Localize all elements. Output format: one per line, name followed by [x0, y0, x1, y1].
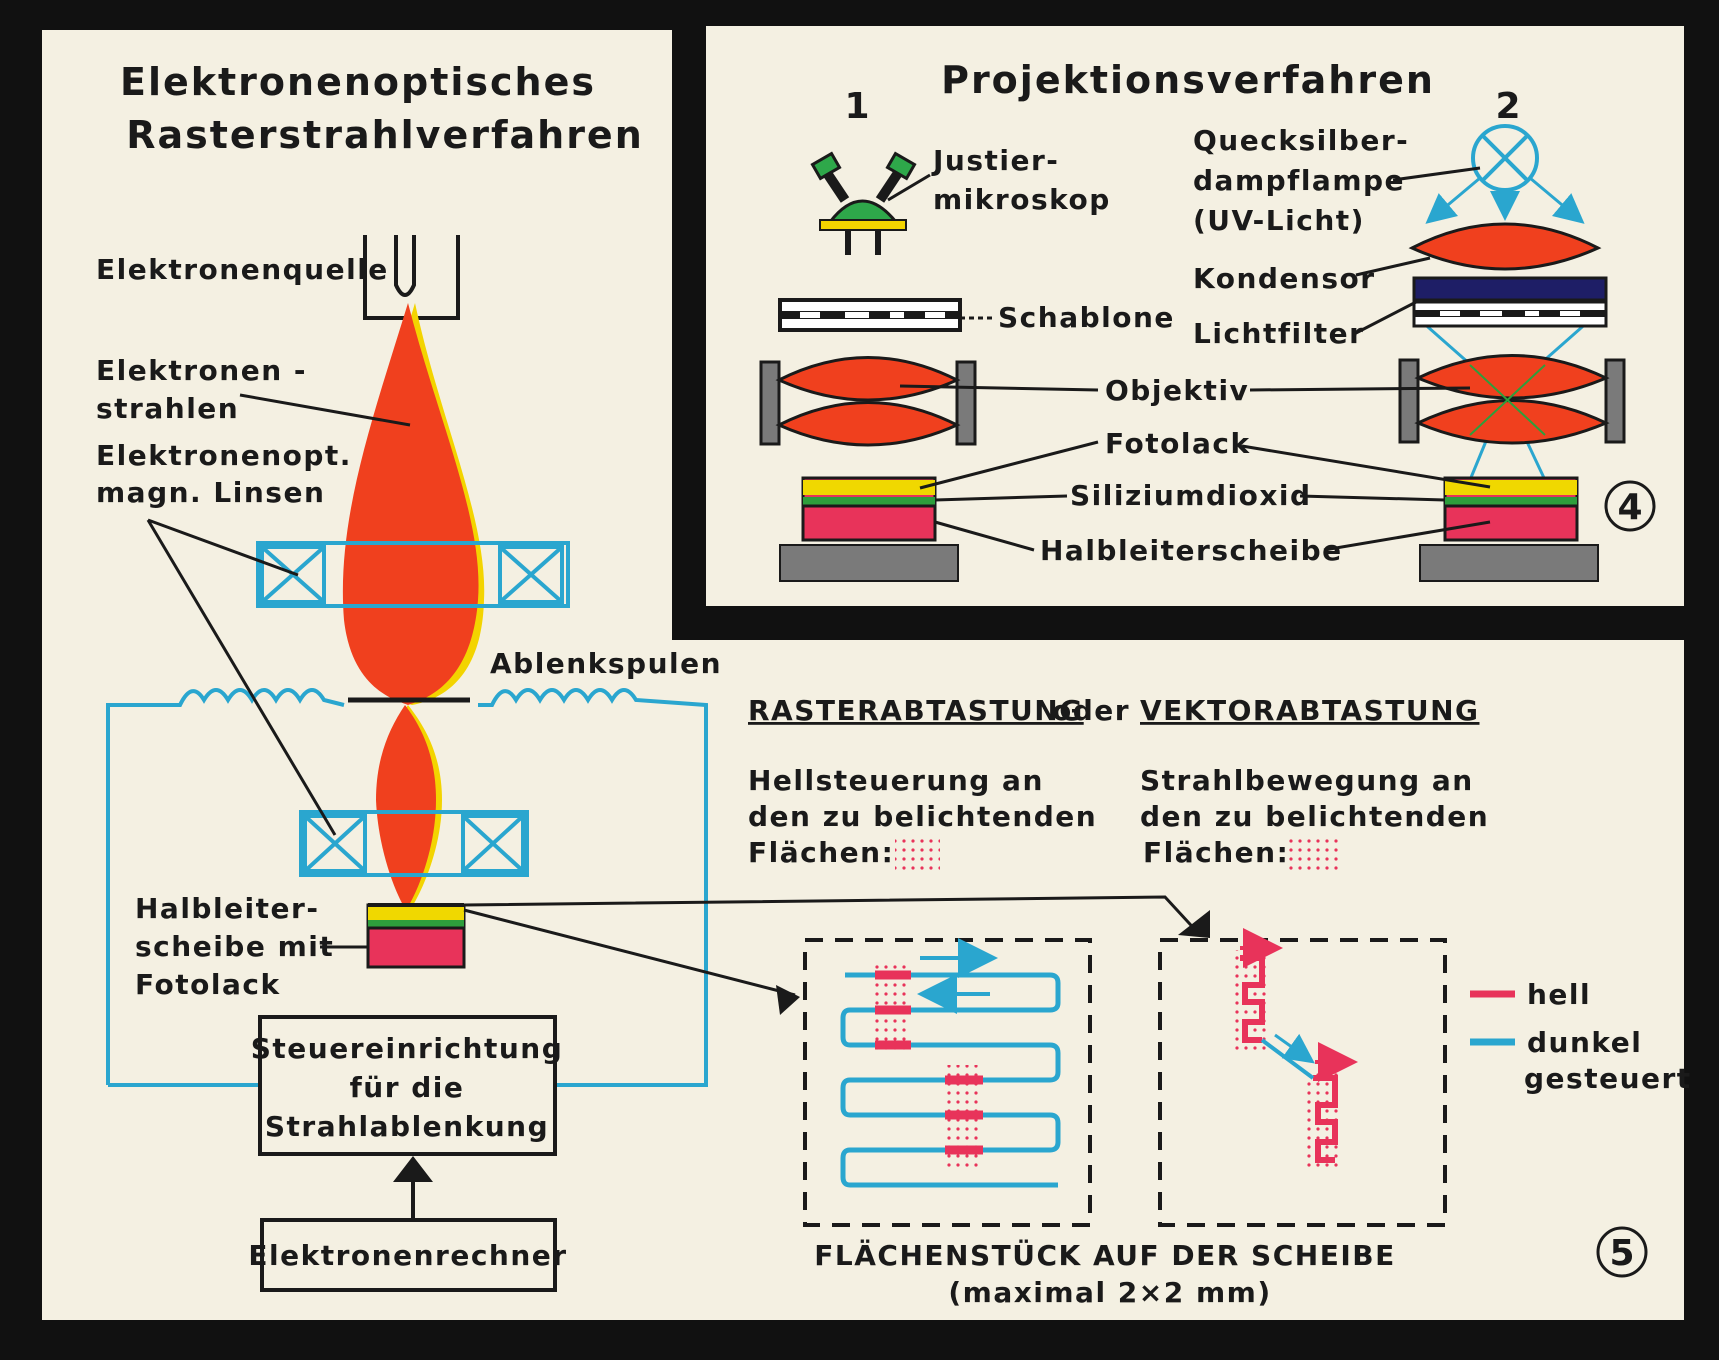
vector-desc-2: den zu belichtenden [1140, 800, 1489, 833]
projection-leader-lines [899, 384, 1491, 552]
condenser-leader [1355, 256, 1431, 277]
left-title-line2: Rasterstrahlverfahren [126, 113, 644, 157]
deflection-coils-label: Ablenkspulen [490, 647, 722, 680]
left-wafer [366, 903, 466, 969]
electron-beams-label-1: Elektronen - [96, 354, 307, 387]
or-text: oder [1052, 694, 1130, 727]
light-filter [1412, 276, 1608, 328]
left-title-line1: Elektronenoptisches [120, 60, 596, 104]
vector-desc-3: Flächen: [1143, 836, 1289, 869]
figure-5-circle [1596, 1226, 1648, 1278]
control-unit-box: Steuereinrichtung für die Strahlablenkun… [251, 1015, 564, 1156]
condenser-label: Kondensor [1193, 262, 1376, 295]
figure-5-number: 5 [1609, 1233, 1634, 1274]
wafer-label-2: scheibe mit [135, 930, 334, 963]
legend-bright-label: hell [1527, 978, 1591, 1011]
lamp-label-1: Quecksilber- [1193, 124, 1409, 157]
method-1-number: 1 [844, 86, 869, 127]
deflection-coils [106, 688, 708, 1087]
wafer-stack-1 [779, 476, 959, 582]
raster-scan-path [840, 938, 1061, 1188]
raster-heading: RASTERABTASTUNG [748, 694, 1084, 727]
figure-4-number: 4 [1617, 487, 1642, 528]
legend: hell dunkel gesteuert [1470, 978, 1692, 1095]
wafer-stack-2 [1419, 476, 1599, 582]
electron-beams-label-2: strahlen [96, 392, 239, 425]
figure-4-circle [1604, 480, 1656, 532]
control-label-2: für die [350, 1071, 465, 1104]
magnetic-lens-lower [299, 810, 529, 877]
lamp-leader [1392, 166, 1481, 182]
objective-lens-1 [759, 356, 977, 447]
electron-source-label: Elektronenquelle [96, 253, 389, 286]
raster-desc-3: Flächen: [748, 836, 894, 869]
vector-desc-1: Strahlbewegung an [1140, 764, 1474, 797]
legend-dark-label-1: dunkel [1527, 1026, 1642, 1059]
microscope-label-2: mikroskop [933, 183, 1111, 216]
raster-dots-sample [895, 838, 940, 874]
wafer-label: Halbleiterscheibe [1040, 534, 1343, 567]
raster-desc-1: Hellsteuerung an [748, 764, 1044, 797]
template-mask [778, 298, 962, 332]
objective-label: Objektiv [1105, 374, 1249, 407]
arrowhead-left-area [776, 985, 800, 1015]
raster-area-box [803, 938, 1092, 1227]
caption-line-2: (maximal 2×2 mm) [948, 1276, 1271, 1309]
computer-box: Elektronenrechner [248, 1218, 567, 1292]
raster-desc-2: den zu belichtenden [748, 800, 1097, 833]
computer-label: Elektronenrechner [248, 1239, 567, 1272]
computer-to-control-arrow [393, 1156, 433, 1220]
left-leader-lines [146, 393, 411, 949]
caption-line-1: FLÄCHENSTÜCK AUF DER SCHEIBE [814, 1238, 1395, 1272]
wafer-label-3: Fotolack [135, 968, 281, 1001]
filter-label: Lichtfilter [1193, 317, 1364, 350]
lamp-label-2: dampflampe [1193, 164, 1405, 197]
projection-title: Projektionsverfahren [941, 58, 1435, 102]
alignment-microscope-icon [810, 151, 917, 255]
legend-dark-label-2: gesteuert [1524, 1062, 1692, 1095]
left-panel [42, 30, 672, 1320]
method-2-number: 2 [1495, 86, 1520, 127]
bottom-right-panel [672, 640, 1684, 1320]
wafer-to-area-arrows [463, 895, 1202, 997]
vector-area-box [1158, 938, 1447, 1227]
lamp-label-3: (UV-Licht) [1193, 204, 1365, 237]
vector-dots-sample [1288, 838, 1338, 874]
filter-leader [1355, 298, 1421, 335]
arrowhead-right-area [1178, 910, 1210, 938]
vector-heading: VEKTORABTASTUNG [1140, 694, 1479, 727]
condenser-lens [1408, 222, 1602, 271]
template-label: Schablone [998, 301, 1175, 334]
silicon-dioxide-label: Siliziumdioxid [1070, 479, 1312, 512]
vector-scan-path [1230, 928, 1358, 1170]
microscope-label-1: Justier- [931, 144, 1059, 177]
control-label-3: Strahlablenkung [265, 1110, 549, 1143]
lenses-label-1: Elektronenopt. [96, 439, 352, 472]
photoresist-label: Fotolack [1105, 427, 1251, 460]
microscope-leader [887, 173, 931, 202]
control-label-1: Steuereinrichtung [251, 1032, 564, 1065]
wafer-label-1: Halbleiter- [135, 892, 319, 925]
lenses-label-2: magn. Linsen [96, 476, 325, 509]
